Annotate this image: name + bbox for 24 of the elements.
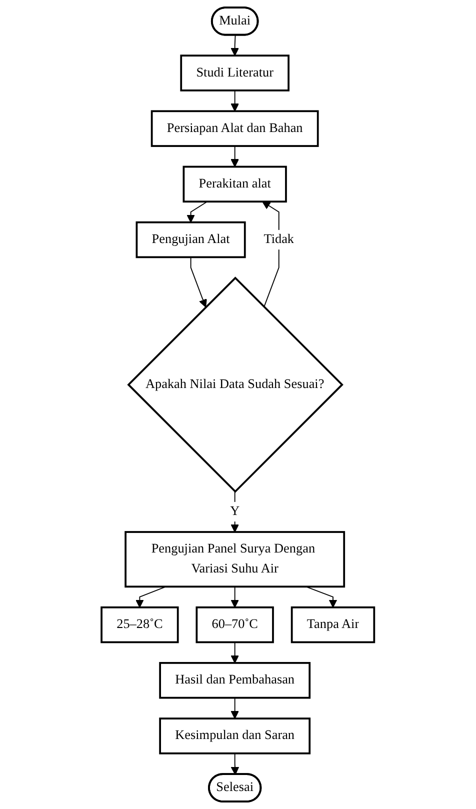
node-box: Persiapan Alat dan Bahan bbox=[151, 110, 319, 147]
node-box: 60–70˚C bbox=[196, 606, 274, 644]
arrow bbox=[306, 586, 338, 608]
node-diamond: Apakah Nilai Data Sudah Sesuai? bbox=[127, 276, 344, 493]
node-box: 25–28˚C bbox=[100, 606, 179, 644]
arrow bbox=[230, 642, 240, 664]
arrow bbox=[230, 697, 240, 719]
arrow bbox=[190, 256, 208, 308]
node-box: Hasil dan Pembahasan bbox=[159, 662, 311, 699]
node-box: Pengujian Alat bbox=[136, 221, 246, 258]
arrow bbox=[186, 201, 208, 223]
edge-label: Y bbox=[230, 504, 240, 519]
arrow bbox=[230, 752, 240, 775]
node-box: Tanpa Air bbox=[291, 606, 376, 644]
arrow bbox=[230, 146, 240, 168]
arrow bbox=[230, 90, 240, 112]
arrow bbox=[230, 586, 240, 608]
arrow bbox=[136, 586, 166, 608]
arrow bbox=[230, 34, 240, 56]
edge-label: Tidak bbox=[264, 232, 294, 247]
node-box: Pengujian Panel Surya Dengan Variasi Suhu Air bbox=[124, 531, 346, 588]
node-box: Kesimpulan dan Saran bbox=[159, 718, 311, 754]
node-box: Perakitan alat bbox=[182, 166, 288, 203]
node-box: Studi Literatur bbox=[180, 54, 290, 92]
